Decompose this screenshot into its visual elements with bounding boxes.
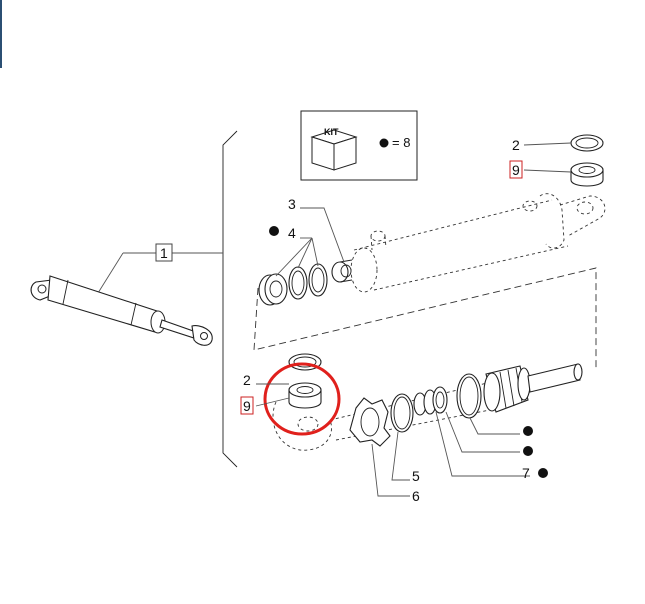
- callout-6: 6: [412, 488, 420, 504]
- filled-dot-icon: [379, 138, 389, 148]
- callout-4: 4: [288, 225, 296, 241]
- callout-9-bottom: 9: [243, 398, 251, 414]
- kit-label: KIT: [324, 127, 339, 137]
- highlight-circle: [263, 362, 341, 436]
- callout-labels: 1 2 9 3 4 2 9 5 6 7: [155, 137, 530, 504]
- filled-dot-icon: [523, 446, 533, 456]
- cylinder-barrel: [350, 193, 606, 293]
- leader-lines: [255, 142, 572, 497]
- callout-5: 5: [412, 468, 420, 484]
- window-edge: [0, 0, 2, 68]
- callout-3: 3: [288, 196, 296, 212]
- assembled-cylinder: [30, 275, 213, 346]
- kit-legend: KIT = 8: [300, 110, 418, 181]
- assembly-bracket: [222, 130, 238, 468]
- callout-1: 1: [160, 245, 168, 261]
- callout-7: 7: [522, 465, 530, 481]
- kit-equals-text: = 8: [392, 135, 410, 150]
- top-seal-parts: [570, 134, 604, 187]
- callout-2-top: 2: [512, 137, 520, 153]
- cube-icon: KIT: [310, 127, 358, 171]
- rod-assembly: [272, 353, 583, 451]
- filled-dot-icon: [538, 468, 548, 478]
- callout-9-top: 9: [512, 162, 520, 178]
- filled-dot-icon: [523, 426, 533, 436]
- piston-seal-set: [258, 259, 353, 306]
- kit-markers: [269, 226, 548, 478]
- filled-dot-icon: [269, 226, 279, 236]
- assembly-connector: [253, 267, 597, 368]
- callout-2-bottom: 2: [243, 372, 251, 388]
